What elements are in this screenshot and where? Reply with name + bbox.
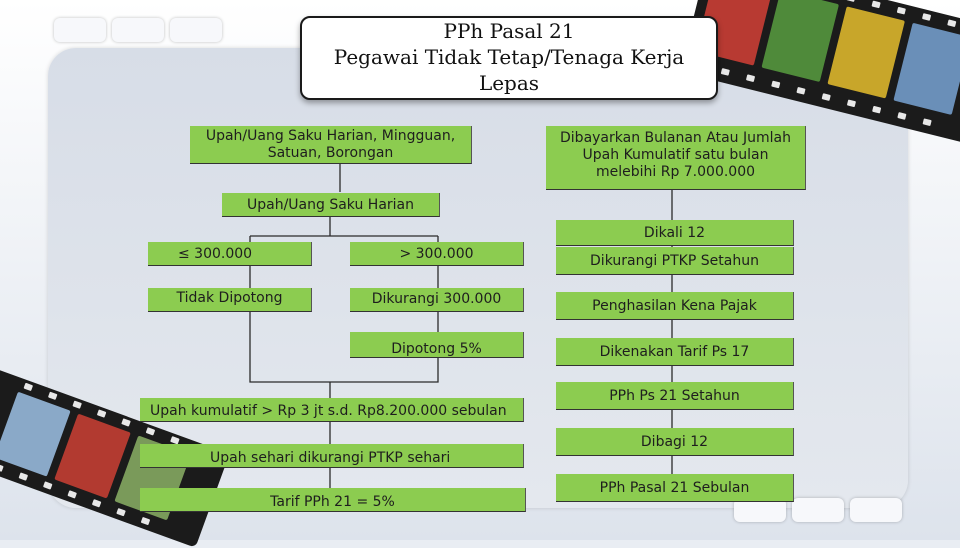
- box-tarif: Tarif PPh 21 = 5%: [140, 488, 526, 512]
- box-penghasilan: Penghasilan Kena Pajak: [556, 292, 794, 320]
- title-line-1: PPh Pasal 21: [302, 18, 716, 44]
- title-line-2: Pegawai Tidak Tetap/Tenaga Kerja: [302, 44, 716, 70]
- box-upah-types: Upah/Uang Saku Harian, Mingguan, Satuan,…: [190, 126, 472, 164]
- box-dibayarkan: Dibayarkan Bulanan Atau Jumlah Upah Kumu…: [546, 126, 806, 190]
- box-dikurangi-ptkp: Dikurangi PTKP Setahun: [556, 247, 794, 275]
- box-dipotong-5: Dipotong 5%: [350, 332, 524, 358]
- diagram-title: PPh Pasal 21 Pegawai Tidak Tetap/Tenaga …: [300, 16, 718, 100]
- box-pph-sebulan: PPh Pasal 21 Sebulan: [556, 474, 794, 502]
- box-pph-setahun: PPh Ps 21 Setahun: [556, 382, 794, 410]
- box-upah-kumulatif: Upah kumulatif > Rp 3 jt s.d. Rp8.200.00…: [140, 398, 524, 422]
- box-le-300: ≤ 300.000: [148, 242, 312, 266]
- box-tidak-dipotong: Tidak Dipotong: [148, 288, 312, 312]
- box-gt-300: > 300.000: [350, 242, 524, 266]
- box-upah-harian: Upah/Uang Saku Harian: [222, 193, 440, 217]
- box-dikurangi-300: Dikurangi 300.000: [350, 288, 524, 312]
- box-dikenakan: Dikenakan Tarif Ps 17: [556, 338, 794, 366]
- box-dibagi-12: Dibagi 12: [556, 428, 794, 456]
- title-line-3: Lepas: [302, 70, 716, 96]
- box-upah-sehari: Upah sehari dikurangi PTKP sehari: [140, 444, 524, 468]
- box-dikali-12: Dikali 12: [556, 220, 794, 246]
